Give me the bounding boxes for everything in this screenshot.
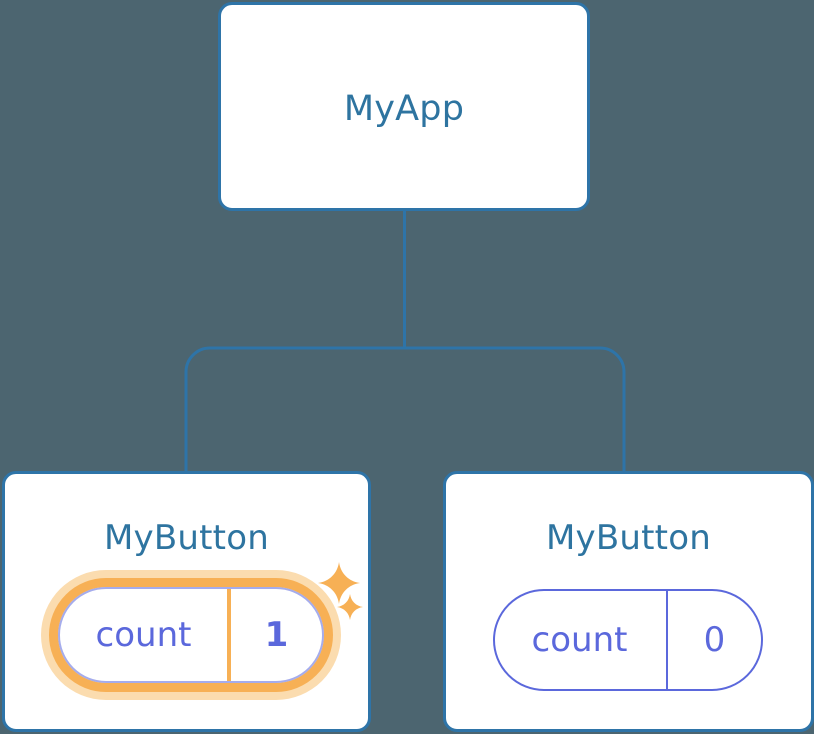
state-key-label-1: count: [60, 589, 231, 681]
state-pill-body-1[interactable]: count 1: [58, 587, 324, 683]
state-pill-body-2[interactable]: count 0: [493, 589, 763, 691]
component-title-child-2: MyButton: [546, 518, 711, 558]
state-value-label-2: 0: [703, 620, 726, 660]
component-title-child-1: MyButton: [104, 518, 269, 558]
sparkle-icon-large: [318, 562, 360, 604]
component-node-myapp[interactable]: MyApp: [218, 2, 590, 211]
state-pill-plain[interactable]: count 0: [493, 589, 763, 691]
state-pill-highlighted[interactable]: count 1: [41, 570, 341, 700]
sparkle-icon-small: [337, 594, 363, 620]
state-key-label-2: count: [495, 591, 668, 689]
connector-branch-bar: [184, 346, 626, 471]
state-value-label-1: 1: [264, 615, 289, 655]
component-title-root: MyApp: [343, 89, 465, 129]
